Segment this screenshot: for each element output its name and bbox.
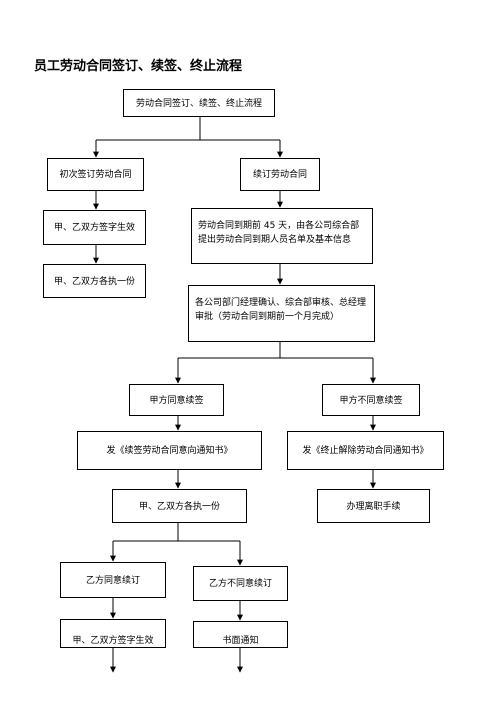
node-resign: 办理离职手续 <box>317 489 430 523</box>
node-written-notice: 书面通知 <box>193 621 288 648</box>
node-a-agree: 甲方同意续签 <box>129 384 224 416</box>
node-confirm: 各公司部门经理确认、综合部审核、总经理审批（劳动合同到期前一个月完成） <box>188 285 375 342</box>
node-sign-effect-2: 甲、乙双方签字生效 <box>60 619 166 648</box>
node-b-agree: 乙方同意续订 <box>60 562 166 598</box>
node-each-copy-2: 甲、乙双方各执一份 <box>112 489 247 523</box>
node-each-copy-1: 甲、乙双方各执一份 <box>43 264 146 298</box>
node-expire-45: 劳动合同到期前 45 天，由各公司综合部提出劳动合同到期人员名单及基本信息 <box>191 208 373 264</box>
node-top: 劳动合同签订、续签、终止流程 <box>123 89 275 117</box>
node-renew-notice: 发《续签劳动合同意向通知书》 <box>77 431 262 470</box>
node-a-disagree: 甲方不同意续签 <box>322 384 420 416</box>
node-initial-contract: 初次签订劳动合同 <box>47 158 144 191</box>
node-sign-effect: 甲、乙双方签字生效 <box>43 210 146 245</box>
node-terminate-notice: 发《终止解除劳动合同通知书》 <box>287 431 444 470</box>
node-renew-contract: 续订劳动合同 <box>240 158 320 191</box>
page-title: 员工劳动合同签订、续签、终止流程 <box>34 59 243 74</box>
node-b-disagree: 乙方不同意续订 <box>193 566 288 601</box>
